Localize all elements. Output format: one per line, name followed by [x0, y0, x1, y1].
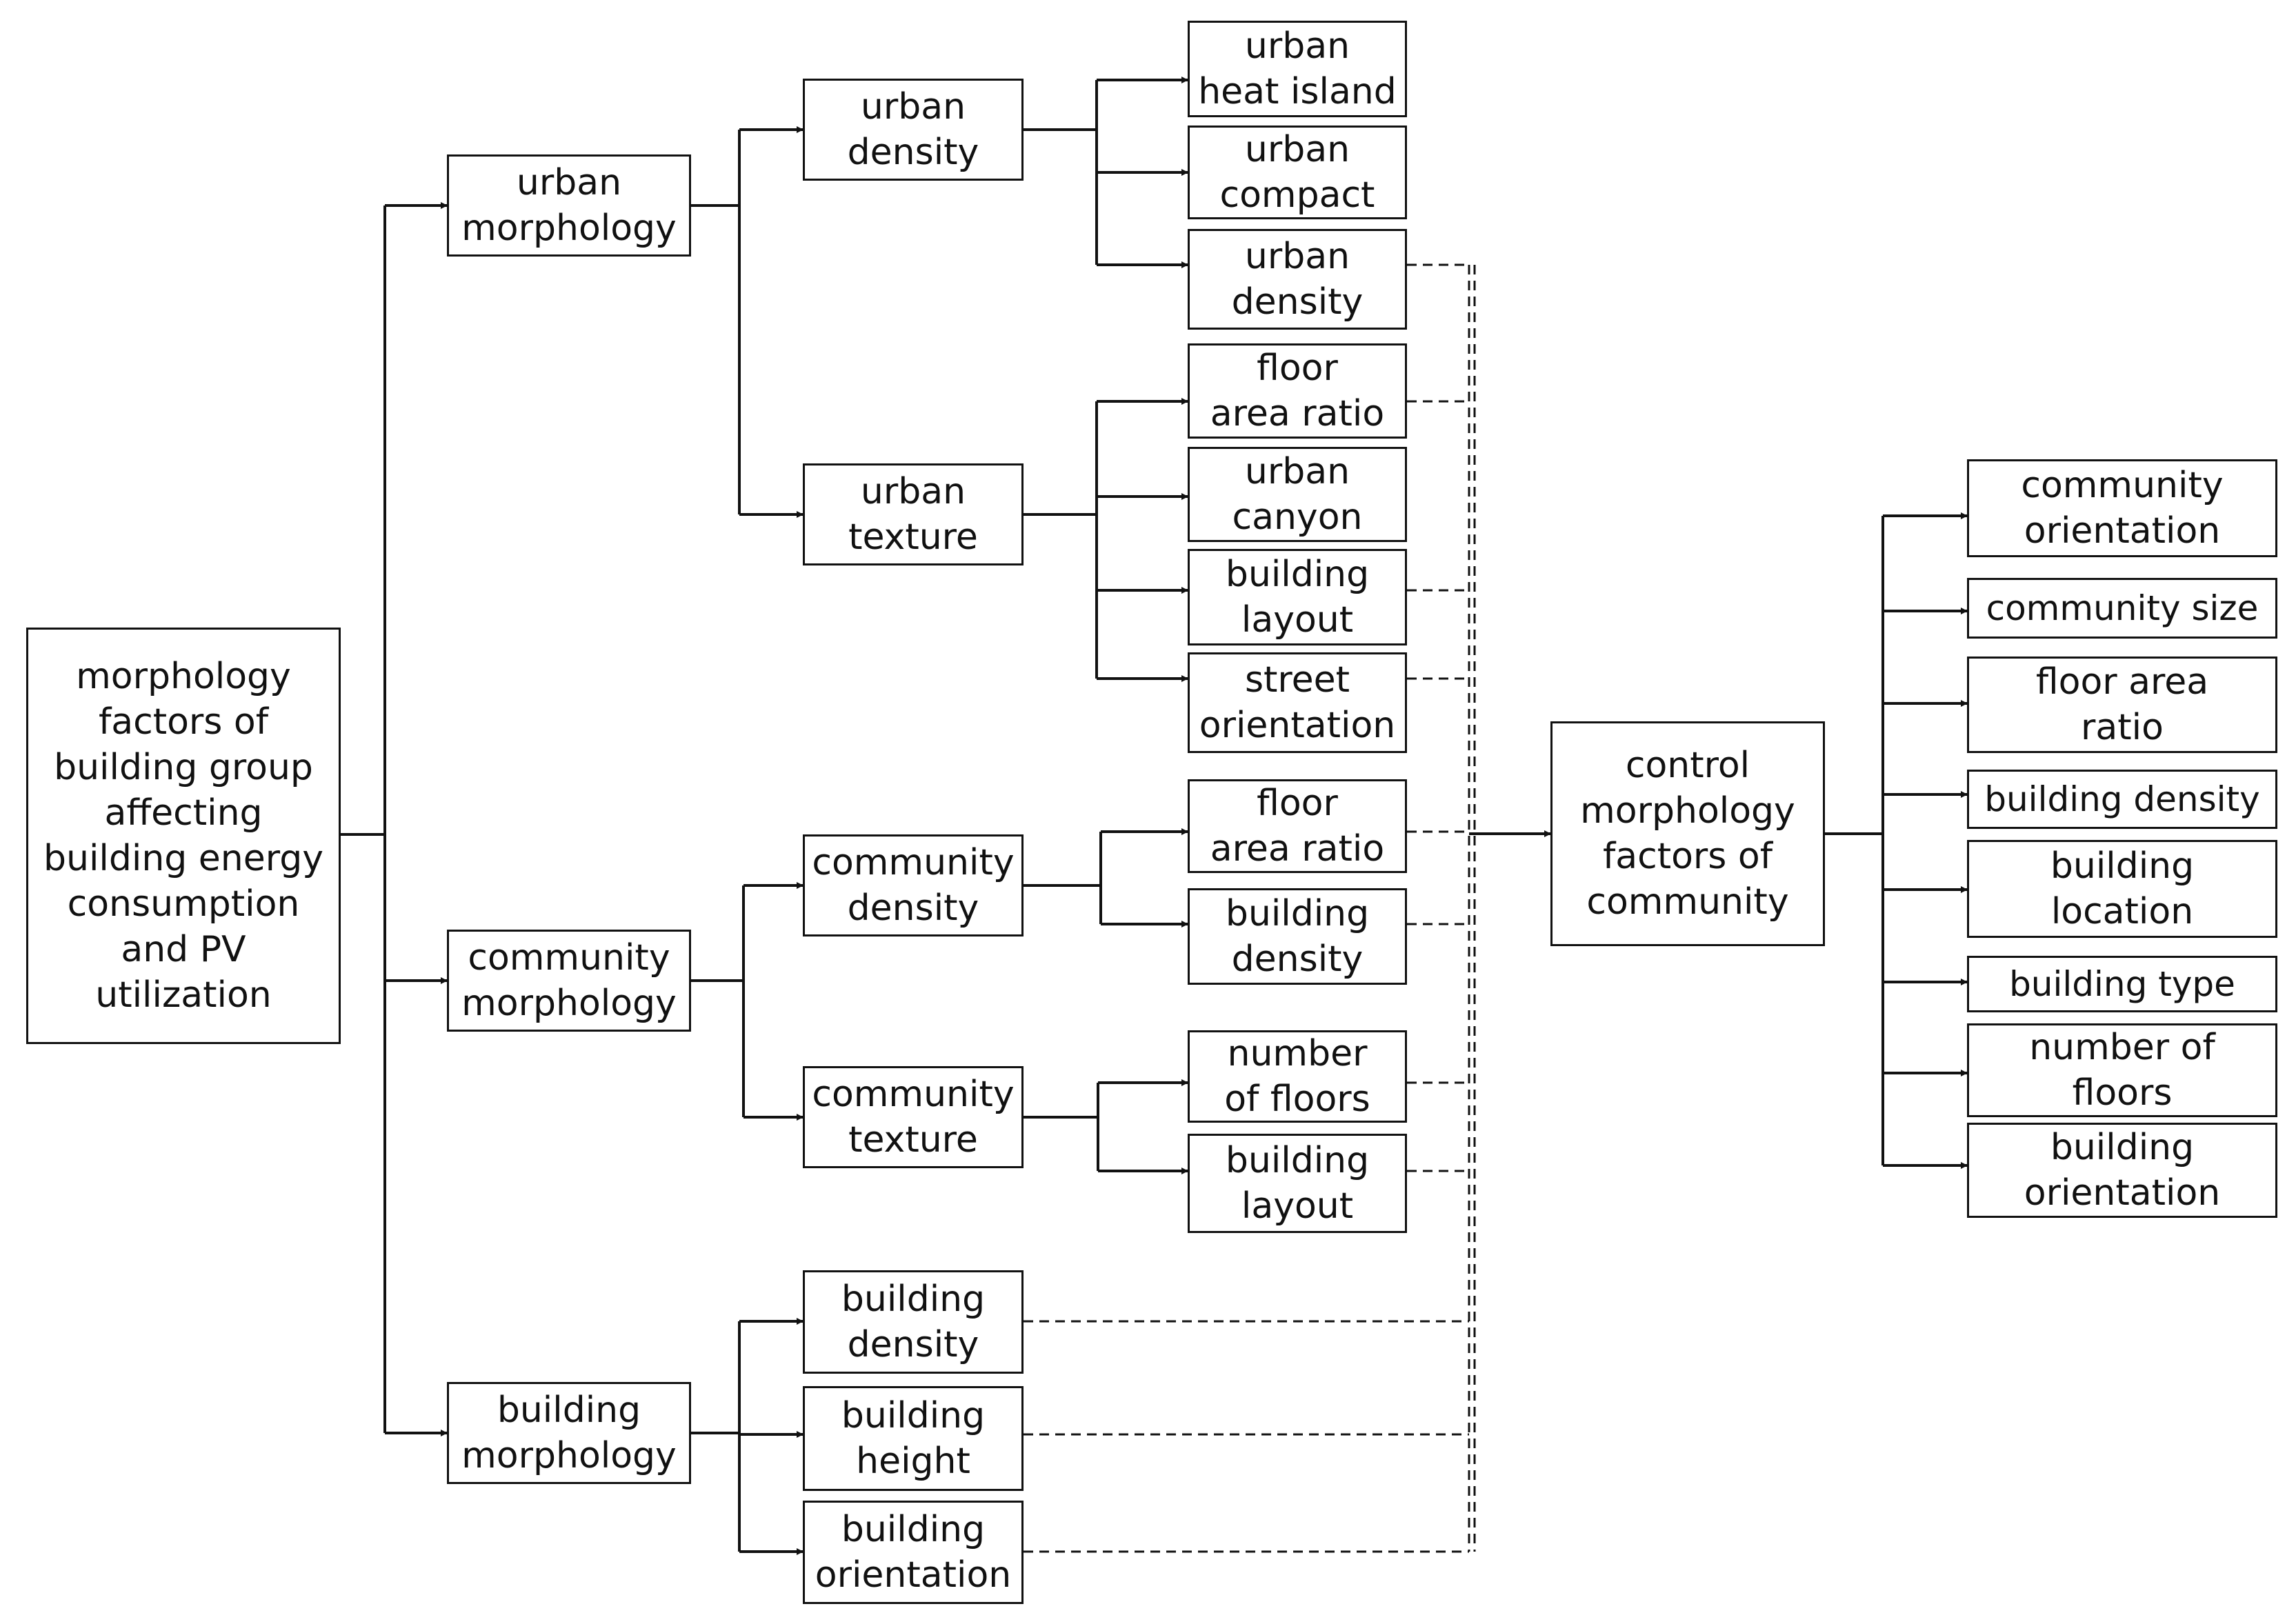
urban-compact-node: urban compact — [1188, 126, 1407, 219]
community-texture-node: community texture — [803, 1066, 1024, 1168]
output-building-type-node: building type — [1967, 956, 2277, 1012]
building-density-node: building density — [803, 1270, 1024, 1374]
output-building-density-node: building density — [1967, 770, 2277, 829]
output-floor-area-ratio-node: floor area ratio — [1967, 657, 2277, 753]
building-height-node: building height — [803, 1386, 1024, 1491]
building-morphology-node: building morphology — [447, 1382, 691, 1484]
urban-heat-island-node: urban heat island — [1188, 21, 1407, 117]
urban-density-node: urban density — [803, 79, 1024, 181]
building-layout-urban-node: building layout — [1188, 549, 1407, 645]
urban-density-l3-node: urban density — [1188, 229, 1407, 330]
output-number-of-floors-node: number of floors — [1967, 1023, 2277, 1117]
number-of-floors-community-node: number of floors — [1188, 1030, 1407, 1123]
root-node: morphology factors of building group aff… — [26, 628, 341, 1044]
output-community-size-node: community size — [1967, 578, 2277, 639]
output-community-orientation-node: community orientation — [1967, 459, 2277, 557]
output-building-orientation-node: building orientation — [1967, 1123, 2277, 1218]
urban-texture-node: urban texture — [803, 463, 1024, 565]
floor-area-ratio-urban-node: floor area ratio — [1188, 343, 1407, 439]
building-layout-community-node: building layout — [1188, 1134, 1407, 1233]
control-morphology-node: control morphology factors of community — [1550, 721, 1825, 946]
community-density-node: community density — [803, 834, 1024, 936]
urban-canyon-node: urban canyon — [1188, 447, 1407, 542]
urban-morphology-node: urban morphology — [447, 154, 691, 257]
floor-area-ratio-community-node: floor area ratio — [1188, 779, 1407, 873]
building-orientation-l2-node: building orientation — [803, 1501, 1024, 1604]
building-density-community-node: building density — [1188, 888, 1407, 985]
output-building-location-node: building location — [1967, 840, 2277, 938]
community-morphology-node: community morphology — [447, 930, 691, 1032]
street-orientation-node: street orientation — [1188, 652, 1407, 753]
